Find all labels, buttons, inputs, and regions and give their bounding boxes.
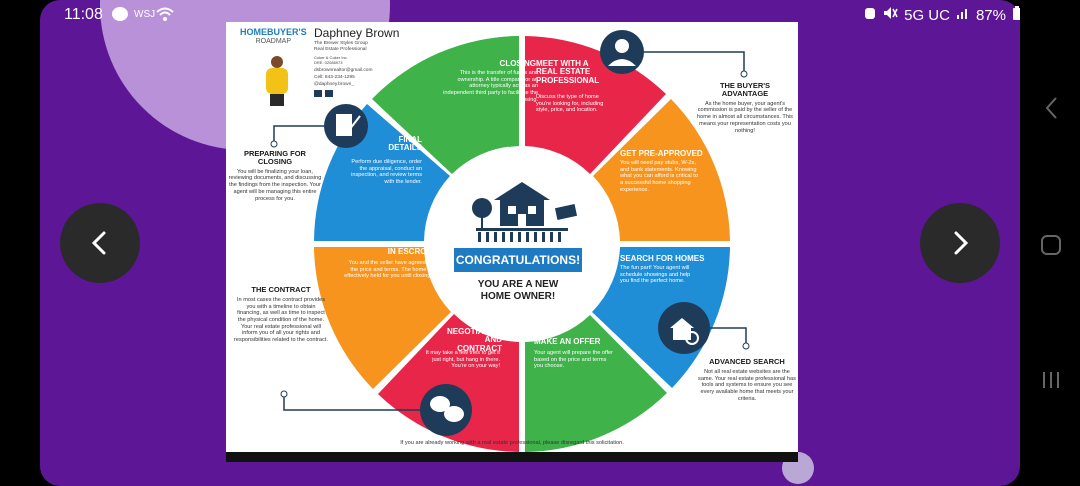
roadmap-title-main: HOMEBUYER'S [240, 27, 307, 37]
chevron-right-icon [954, 231, 969, 255]
equal-housing-icon [325, 90, 333, 97]
meet-title: MEET WITH A REAL ESTATE PROFESSIONAL [536, 59, 600, 85]
disclaimer: If you are already working with a real e… [400, 440, 624, 446]
preparing-body: You will be finalizing your loan, review… [228, 168, 322, 202]
agent-icon [600, 30, 644, 74]
advanced-search: ADVANCED SEARCH Not all real estate webs… [698, 358, 796, 402]
agent-phone: Cell: 843-234-1295 [314, 75, 355, 80]
agent-photo [262, 56, 292, 106]
buyers-advantage-body: As the home buyer, your agent's commissi… [697, 100, 793, 134]
negotiation-body: It may take a few tries to get it just r… [425, 350, 500, 370]
segment-escrow [314, 247, 451, 389]
status-right: 5G UC 87% [864, 6, 1022, 24]
final-body: Perform due diligence, order the apprais… [351, 159, 422, 186]
alarm-icon [864, 6, 876, 24]
roadmap-wheel [270, 30, 750, 452]
escrow-body: You and the seller have agreed to the pr… [344, 260, 432, 280]
back-nav-icon[interactable] [1040, 96, 1062, 126]
offer-title: MAKE AN OFFER [534, 337, 601, 346]
system-nav-bar [1020, 0, 1080, 486]
signal-icon [956, 6, 970, 24]
agent-role: Real Estate Professional [314, 47, 367, 52]
contract-title: THE CONTRACT [251, 285, 311, 294]
agent-line3: Coker & Coker Inc. [314, 55, 348, 60]
clock: 11:08 [64, 6, 103, 23]
congratulations-banner: CONGRATULATIONS! [454, 248, 582, 272]
agent-company: The Brewer Styles Group [314, 41, 368, 46]
battery-label: 87% [975, 6, 1006, 24]
recents-nav-icon[interactable] [1040, 370, 1062, 396]
search-body: The fun part! Your agent will schedule s… [620, 265, 691, 285]
negotiation-title: NEGOTIATION AND CONTRACT [447, 327, 502, 353]
house-icon [472, 182, 578, 242]
closing-title: CLOSING [499, 59, 536, 68]
buyers-advantage-title: THE BUYER'S ADVANTAGE [719, 81, 771, 98]
roadmap-flyer-image: HOMEBUYER'S ROADMAP Daphney Brown The Br… [226, 22, 798, 452]
search-title: SEARCH FOR HOMES [620, 254, 705, 263]
advanced-body: Not all real estate websites are the sam… [698, 368, 796, 402]
segment-negotiation [378, 314, 519, 452]
agent-line4: DRE: 02086973 [314, 60, 343, 65]
status-bar: 11:08 WSJ 5G UC 87% [0, 0, 1080, 32]
new-home-owner-text: YOU ARE A NEW HOME OWNER! [477, 279, 559, 302]
roadmap-title: HOMEBUYER'S ROADMAP [240, 27, 307, 46]
negotiation-icon [420, 384, 472, 436]
realtor-logo-icon [314, 90, 322, 97]
preparing-for-closing: PREPARING FOR CLOSING You will be finali… [228, 150, 322, 202]
meet-body: Discuss the type of home you're looking … [536, 94, 604, 114]
segment-offer [525, 315, 667, 452]
carrier-label: WSJ [134, 9, 156, 20]
document-icon [324, 104, 368, 148]
home-nav-icon[interactable] [1040, 234, 1062, 262]
agent-email: dsbrownrealtor@gmail.com [314, 68, 373, 73]
advanced-title: ADVANCED SEARCH [709, 357, 785, 366]
image-bottom-strip [226, 452, 798, 462]
mute-icon [882, 6, 898, 24]
the-contract: THE CONTRACT In most cases the contract … [234, 286, 328, 344]
offer-body: Your agent will prepare the offer based … [534, 350, 613, 370]
network-label: 5G UC [904, 6, 950, 24]
search-house-icon [658, 302, 710, 354]
preapproved-body: You will need pay stubs, W-2s, and bank … [620, 160, 698, 193]
escrow-title: IN ESCROW [387, 247, 434, 256]
closing-body: This is the transfer of funds and owners… [443, 70, 538, 103]
agent-social: @daphney.brown_ [314, 82, 354, 87]
roadmap-title-sub: ROADMAP [255, 37, 292, 45]
contract-body: In most cases the contract provides you … [234, 296, 328, 344]
next-image-button[interactable] [920, 203, 1000, 283]
agent-name: Daphney Brown [314, 26, 400, 40]
chat-icon [112, 7, 128, 21]
previous-image-button[interactable] [60, 203, 140, 283]
battery-icon [1012, 6, 1022, 24]
preapproved-title: GET PRE-APPROVED [620, 149, 703, 158]
buyers-advantage: THE BUYER'S ADVANTAGE As the home buyer,… [696, 82, 794, 134]
wifi-icon [156, 6, 174, 25]
final-title: FINAL DETAILS [388, 135, 422, 153]
segment-preapproved [593, 99, 730, 241]
chevron-left-icon [91, 231, 106, 255]
preparing-title: PREPARING FOR CLOSING [244, 149, 306, 166]
